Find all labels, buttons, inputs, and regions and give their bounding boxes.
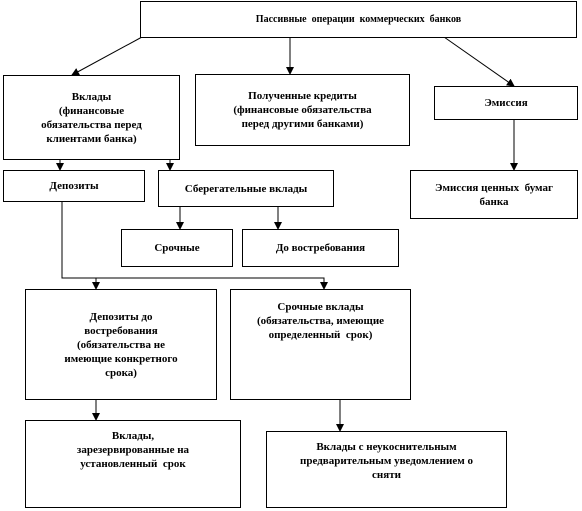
term-box: Срочные (121, 229, 233, 267)
root-box: Пассивные операции коммерческих банков (140, 1, 577, 38)
savings-box: Сберегательные вклады (158, 170, 334, 207)
reserved-box: Вклады, зарезервированные на установленн… (25, 420, 241, 508)
term-label: Срочные (154, 242, 200, 254)
arrow-to-term-deposits (96, 277, 328, 290)
securities-box: Эмиссия ценных бумаг банка (410, 170, 578, 219)
on-demand-box: До востребования (242, 229, 399, 267)
emission-box: Эмиссия (434, 86, 578, 120)
arrow-depozity-to-detail (61, 202, 100, 290)
term-deposits-box: Срочные вклады (обязательства, имеющие о… (230, 289, 411, 400)
demand-deposits-detail-label: Депозиты до востребования (обязательства… (64, 310, 178, 379)
securities-label: Эмиссия ценных бумаг банка (435, 181, 553, 208)
depozity-label: Депозиты (49, 180, 99, 192)
term-deposits-label: Срочные вклады (обязательства, имеющие о… (256, 301, 385, 341)
on-demand-label: До востребования (275, 242, 366, 254)
emission-label: Эмиссия (484, 97, 528, 109)
notice-box: Вклады с неукоснительным предварительным… (266, 431, 507, 508)
arrow-root-to-emission (443, 36, 515, 87)
depozity-box: Депозиты (3, 170, 145, 202)
arrow-root-to-deposits (71, 36, 143, 76)
reserved-label: Вклады, зарезервированные на установленн… (76, 430, 190, 470)
deposits-main-box: Вклады (финансовые обязательства перед к… (3, 75, 180, 160)
demand-deposits-detail-box: Депозиты до востребования (обязательства… (25, 289, 217, 400)
deposits-main-label: Вклады (финансовые обязательства перед к… (41, 90, 142, 145)
savings-label: Сберегательные вклады (184, 182, 308, 195)
loans-label: Полученные кредиты (финансовые обязатель… (233, 90, 372, 130)
root-label: Пассивные операции коммерческих банков (255, 13, 462, 25)
notice-label: Вклады с неукоснительным предварительным… (300, 441, 473, 481)
loans-box: Полученные кредиты (финансовые обязатель… (195, 74, 410, 146)
